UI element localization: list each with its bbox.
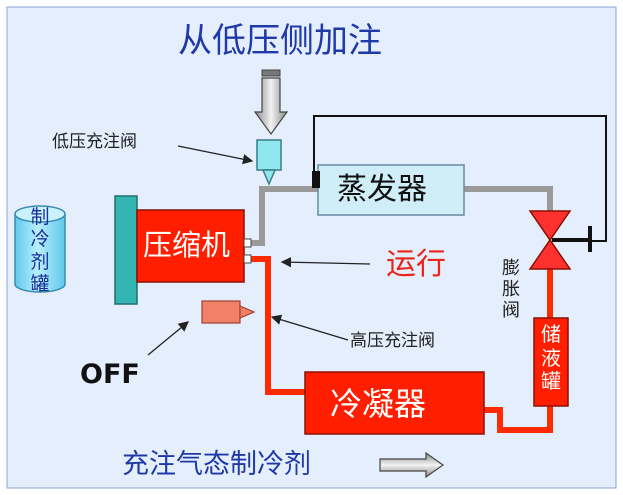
high-pressure-valve-label: 高压充注阀 [350,331,435,351]
suction-pipe [244,186,318,246]
low-pressure-valve-label: 低压充注阀 [52,132,137,152]
condenser-label: 冷凝器 [330,385,427,423]
refrigerant-tank-top [14,205,66,223]
low-pressure-valve-nozzle [261,169,277,186]
discharge-pipe [244,256,310,395]
running-pointer [280,257,371,268]
off-pointer [147,321,190,356]
compressor-base [114,195,138,305]
refrigerant-tank [14,214,66,293]
expansion-valve-bottom [528,238,572,270]
condenser [304,371,485,435]
compressor-label: 压缩机 [143,228,231,262]
running-label: 运行 [386,247,446,282]
low-pressure-charging-valve [256,139,282,171]
refrigerant-tank-label: 制冷剂罐 [30,206,50,296]
high-pressure-charging-valve [201,300,241,324]
evaporator-sensor-bulb [312,171,320,188]
expansion-valve-top [528,210,572,242]
compressor-suction-port [243,238,252,248]
flow-right-arrow [379,451,445,479]
evaporator-outlet-pipe [464,186,553,213]
receiver-label: 储液罐 [541,322,561,394]
off-label: OFF [80,359,140,390]
high-pressure-valve-pointer [270,314,349,341]
charge-down-arrow-cap [261,69,281,77]
expansion-valve-label: 膨胀阀 [502,258,520,322]
evaporator [317,164,465,216]
low-pressure-valve-pointer [177,145,254,165]
caption-label: 充注气态制冷剂 [122,449,311,480]
expansion-valve-sensing-line [313,115,607,242]
charge-down-arrow [253,77,289,136]
liquid-line [484,406,553,433]
high-pressure-valve-nozzle [239,305,256,319]
page-title: 从低压侧加注 [178,21,382,61]
evaporator-label: 蒸发器 [337,172,427,207]
compressor-discharge-port [243,254,252,264]
receiver [533,317,569,407]
